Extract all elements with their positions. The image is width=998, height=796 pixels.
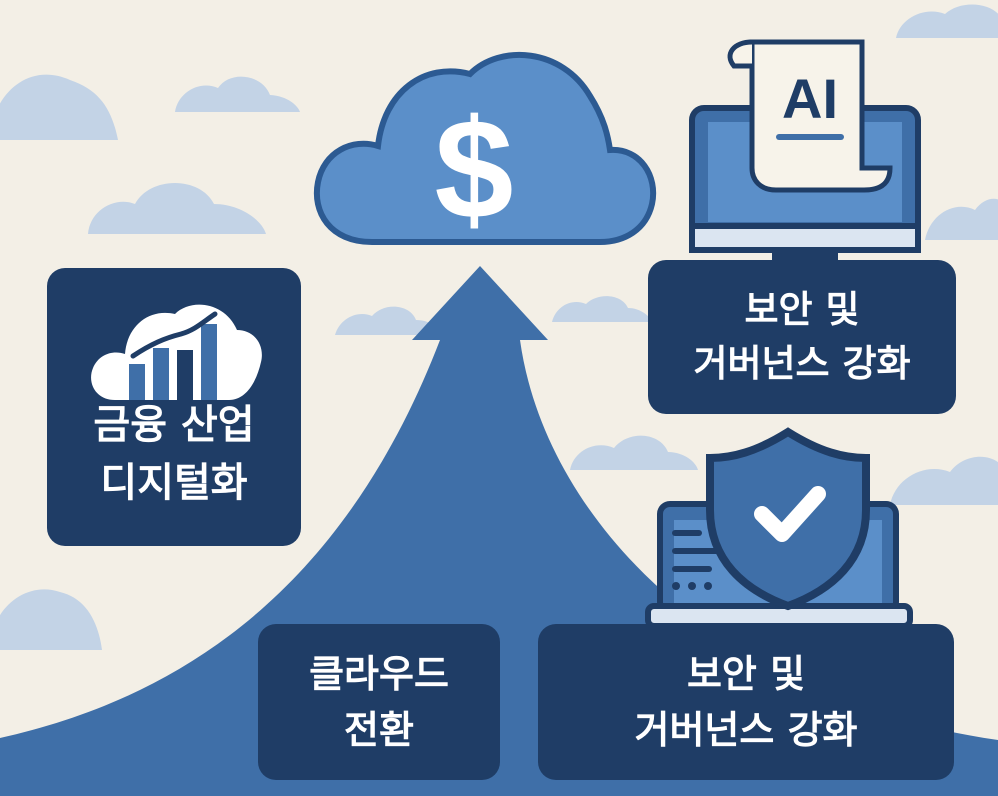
panel-security-governance-bottom: 보안 및 거버넌스 강화 [538,624,954,780]
cloud-line-1: 클라우드 [309,652,449,696]
cloud-line-2: 전환 [344,708,414,752]
dollar-symbol: $ [435,90,514,249]
ai-label: AI [782,67,838,130]
security-top-line-1: 보안 및 [744,288,860,331]
panel-cloud-transition: 클라우드 전환 [258,624,500,780]
bg-cloud-mid-left [335,306,442,335]
finance-line-1: 금융 산업 [93,402,255,448]
cloud-dollar-icon: $ [313,52,657,249]
bg-cloud-left-top [0,74,118,140]
bg-cloud-left-mid [88,183,266,234]
bg-cloud-right-mid [925,198,998,240]
security-top-line-2: 거버넌스 강화 [693,342,911,385]
bg-cloud-right-low [570,435,698,470]
ai-document-scroll [749,39,893,193]
panel-security-governance-top: 보안 및 거버넌스 강화 [648,260,956,414]
background-clouds [0,4,998,650]
panel-finance-digitalization: 금융 산업 디지털화 [47,268,301,546]
bg-cloud-upper-mid [175,76,300,112]
bg-cloud-left-low [0,589,102,650]
security-bottom-line-2: 거버넌스 강화 [634,708,858,752]
bg-cloud-mid-right [552,296,652,322]
bg-cloud-right-edge [890,456,998,505]
finance-line-2: 디지털화 [100,460,248,506]
checkmark-icon [754,486,826,542]
bg-cloud-top-right [896,4,998,38]
monitor-ai-document-icon: AI [689,39,921,264]
security-bottom-line-1: 보안 및 [686,652,806,696]
cloud-growth-chart-icon [91,304,262,400]
